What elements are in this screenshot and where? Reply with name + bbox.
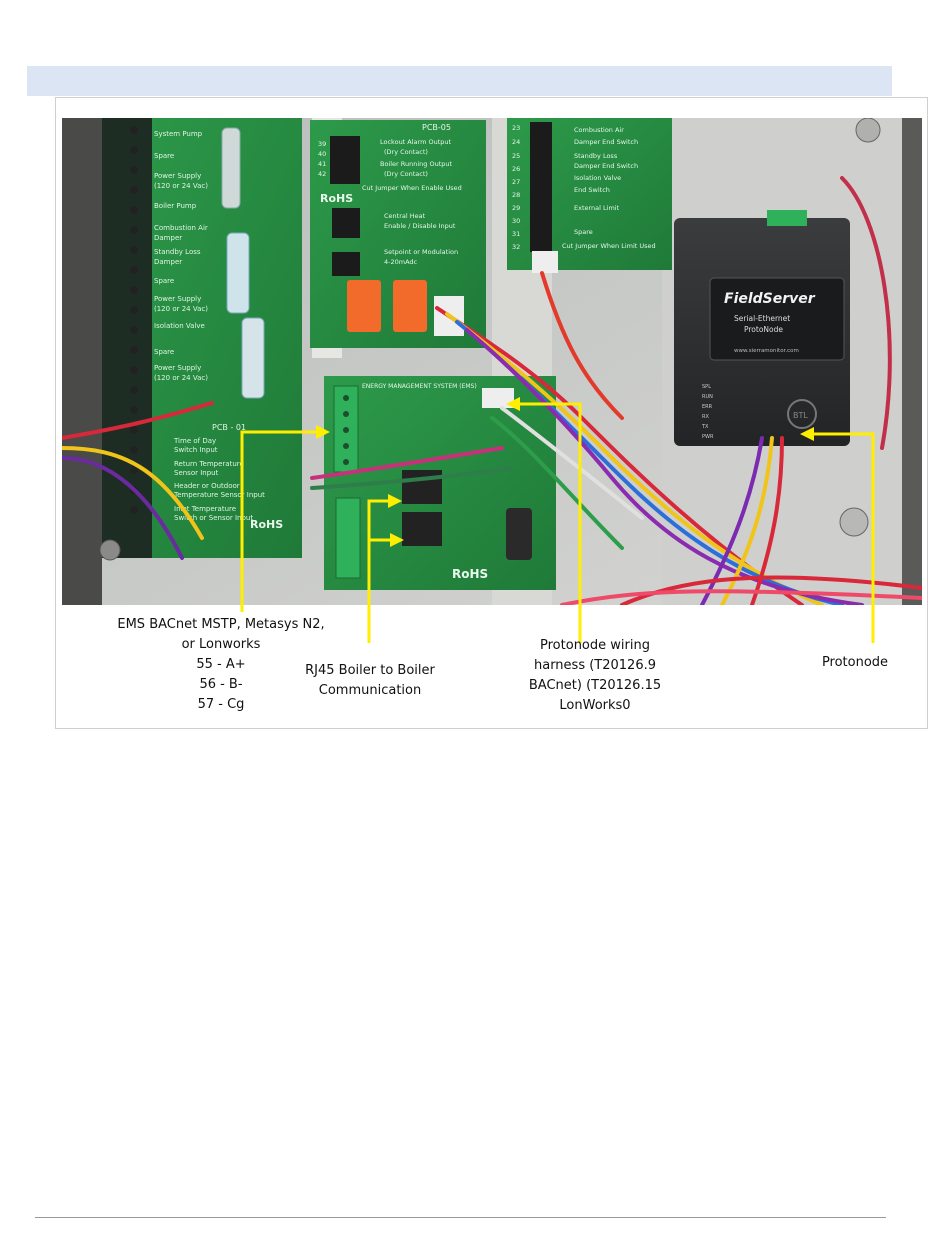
svg-text:29: 29 [512, 204, 520, 212]
svg-text:PCB-05: PCB-05 [422, 123, 451, 132]
svg-text:Power Supply: Power Supply [154, 172, 201, 180]
svg-text:ProtoNode: ProtoNode [744, 325, 783, 334]
svg-text:Spare: Spare [154, 348, 174, 356]
svg-text:Temperature Sensor Input: Temperature Sensor Input [173, 491, 265, 499]
svg-text:Spare: Spare [574, 228, 593, 236]
svg-text:40: 40 [318, 150, 326, 158]
svg-text:Boiler Pump: Boiler Pump [154, 202, 197, 210]
callout-rj45: RJ45 Boiler to Boiler Communication [270, 661, 470, 701]
callout-ems-line5: 57 - Cg [197, 697, 245, 712]
svg-text:Switch Input: Switch Input [174, 446, 218, 454]
footer-rule [35, 1217, 886, 1218]
callout-protonode: Protonode [800, 653, 910, 673]
callout-harness: Protonode wiring harness (T20126.9 BACne… [500, 636, 690, 716]
svg-text:25: 25 [512, 152, 520, 160]
svg-text:PCB - 01: PCB - 01 [212, 423, 246, 432]
svg-text:24: 24 [512, 138, 520, 146]
svg-text:RoHS: RoHS [452, 567, 488, 581]
svg-text:Combustion Air: Combustion Air [574, 126, 624, 134]
svg-text:26: 26 [512, 165, 520, 173]
svg-text:Damper: Damper [154, 234, 182, 242]
callout-harness-line2: harness (T20126.9 [533, 658, 656, 673]
svg-text:www.sierramonitor.com: www.sierramonitor.com [734, 348, 799, 354]
svg-text:42: 42 [318, 170, 326, 178]
svg-text:Inlet Temperature: Inlet Temperature [174, 505, 236, 513]
svg-text:SPL: SPL [702, 384, 711, 390]
header-band [27, 66, 892, 96]
svg-text:Standby Loss: Standby Loss [574, 152, 618, 160]
svg-text:Power Supply: Power Supply [154, 295, 201, 303]
svg-text:Sensor Input: Sensor Input [174, 469, 219, 477]
callout-harness-line1: Protonode wiring [540, 638, 650, 653]
svg-text:Spare: Spare [154, 152, 174, 160]
svg-text:ENERGY MANAGEMENT SYSTEM (EMS): ENERGY MANAGEMENT SYSTEM (EMS) [362, 383, 477, 390]
svg-text:TX: TX [701, 424, 709, 430]
svg-text:Lockout Alarm Output: Lockout Alarm Output [380, 138, 452, 146]
svg-text:Damper End Switch: Damper End Switch [574, 162, 638, 170]
svg-text:(120 or 24 Vac): (120 or 24 Vac) [154, 305, 208, 313]
svg-text:Serial-Ethernet: Serial-Ethernet [734, 314, 790, 323]
svg-text:Cut Jumper When Limit Used: Cut Jumper When Limit Used [562, 242, 656, 250]
svg-text:Isolation Valve: Isolation Valve [154, 322, 205, 330]
callout-protonode-line1: Protonode [821, 655, 889, 670]
svg-text:FieldServer: FieldServer [724, 291, 816, 307]
svg-text:27: 27 [512, 178, 520, 186]
callout-ems: EMS BACnet MSTP, Metasys N2, or Lonworks… [96, 615, 346, 715]
callout-ems-line3: 55 - A+ [196, 657, 246, 672]
svg-text:4-20mAdc: 4-20mAdc [384, 258, 418, 266]
svg-text:Combustion Air: Combustion Air [154, 224, 208, 232]
svg-text:(120 or 24 Vac): (120 or 24 Vac) [154, 182, 208, 190]
svg-text:RoHS: RoHS [250, 518, 283, 531]
svg-text:Boiler Running Output: Boiler Running Output [380, 160, 453, 168]
svg-text:ERR: ERR [702, 404, 713, 410]
svg-text:Setpoint or Modulation: Setpoint or Modulation [384, 248, 458, 256]
callout-harness-line3: BACnet) (T20126.15 [528, 678, 662, 693]
svg-text:RUN: RUN [702, 394, 713, 400]
svg-text:32: 32 [512, 243, 520, 251]
callout-ems-line1: EMS BACnet MSTP, Metasys N2, [117, 617, 325, 632]
callout-ems-line4: 56 - B- [199, 677, 243, 692]
svg-text:Spare: Spare [154, 277, 174, 285]
svg-text:Header or Outdoor: Header or Outdoor [174, 482, 240, 490]
svg-text:Switch or Sensor Input: Switch or Sensor Input [174, 514, 253, 522]
svg-text:39: 39 [318, 140, 326, 148]
svg-text:RoHS: RoHS [320, 192, 353, 205]
svg-text:Enable / Disable Input: Enable / Disable Input [384, 222, 456, 230]
svg-text:41: 41 [318, 160, 326, 168]
svg-text:Damper: Damper [154, 258, 182, 266]
svg-text:System Pump: System Pump [154, 130, 203, 138]
svg-text:31: 31 [512, 230, 520, 238]
svg-text:30: 30 [512, 217, 520, 225]
svg-text:RX: RX [702, 414, 709, 420]
svg-text:Standby Loss: Standby Loss [154, 248, 201, 256]
svg-text:End Switch: End Switch [574, 186, 610, 194]
svg-text:(Dry Contact): (Dry Contact) [384, 148, 428, 156]
svg-text:Power Supply: Power Supply [154, 364, 201, 372]
svg-text:Damper End Switch: Damper End Switch [574, 138, 638, 146]
svg-text:Isolation Valve: Isolation Valve [574, 174, 621, 182]
svg-text:PWR: PWR [702, 434, 714, 440]
callout-rj45-line2: Communication [318, 683, 422, 698]
svg-text:Central Heat: Central Heat [384, 212, 426, 220]
svg-text:(120 or 24 Vac): (120 or 24 Vac) [154, 374, 208, 382]
callout-ems-line2: or Lonworks [181, 637, 261, 652]
callout-harness-line4: LonWorks0 [559, 698, 631, 713]
svg-text:BTL: BTL [793, 411, 808, 420]
svg-text:23: 23 [512, 124, 520, 132]
boiler-panel-photo: System Pump Spare Power Supply (120 or 2… [62, 118, 922, 605]
svg-text:28: 28 [512, 191, 520, 199]
svg-text:External Limit: External Limit [574, 204, 620, 212]
svg-text:Cut Jumper When Enable Used: Cut Jumper When Enable Used [362, 184, 462, 192]
svg-text:(Dry Contact): (Dry Contact) [384, 170, 428, 178]
svg-text:Return Temperature: Return Temperature [174, 460, 244, 468]
callout-rj45-line1: RJ45 Boiler to Boiler [305, 663, 435, 678]
svg-text:Time of Day: Time of Day [173, 437, 216, 445]
